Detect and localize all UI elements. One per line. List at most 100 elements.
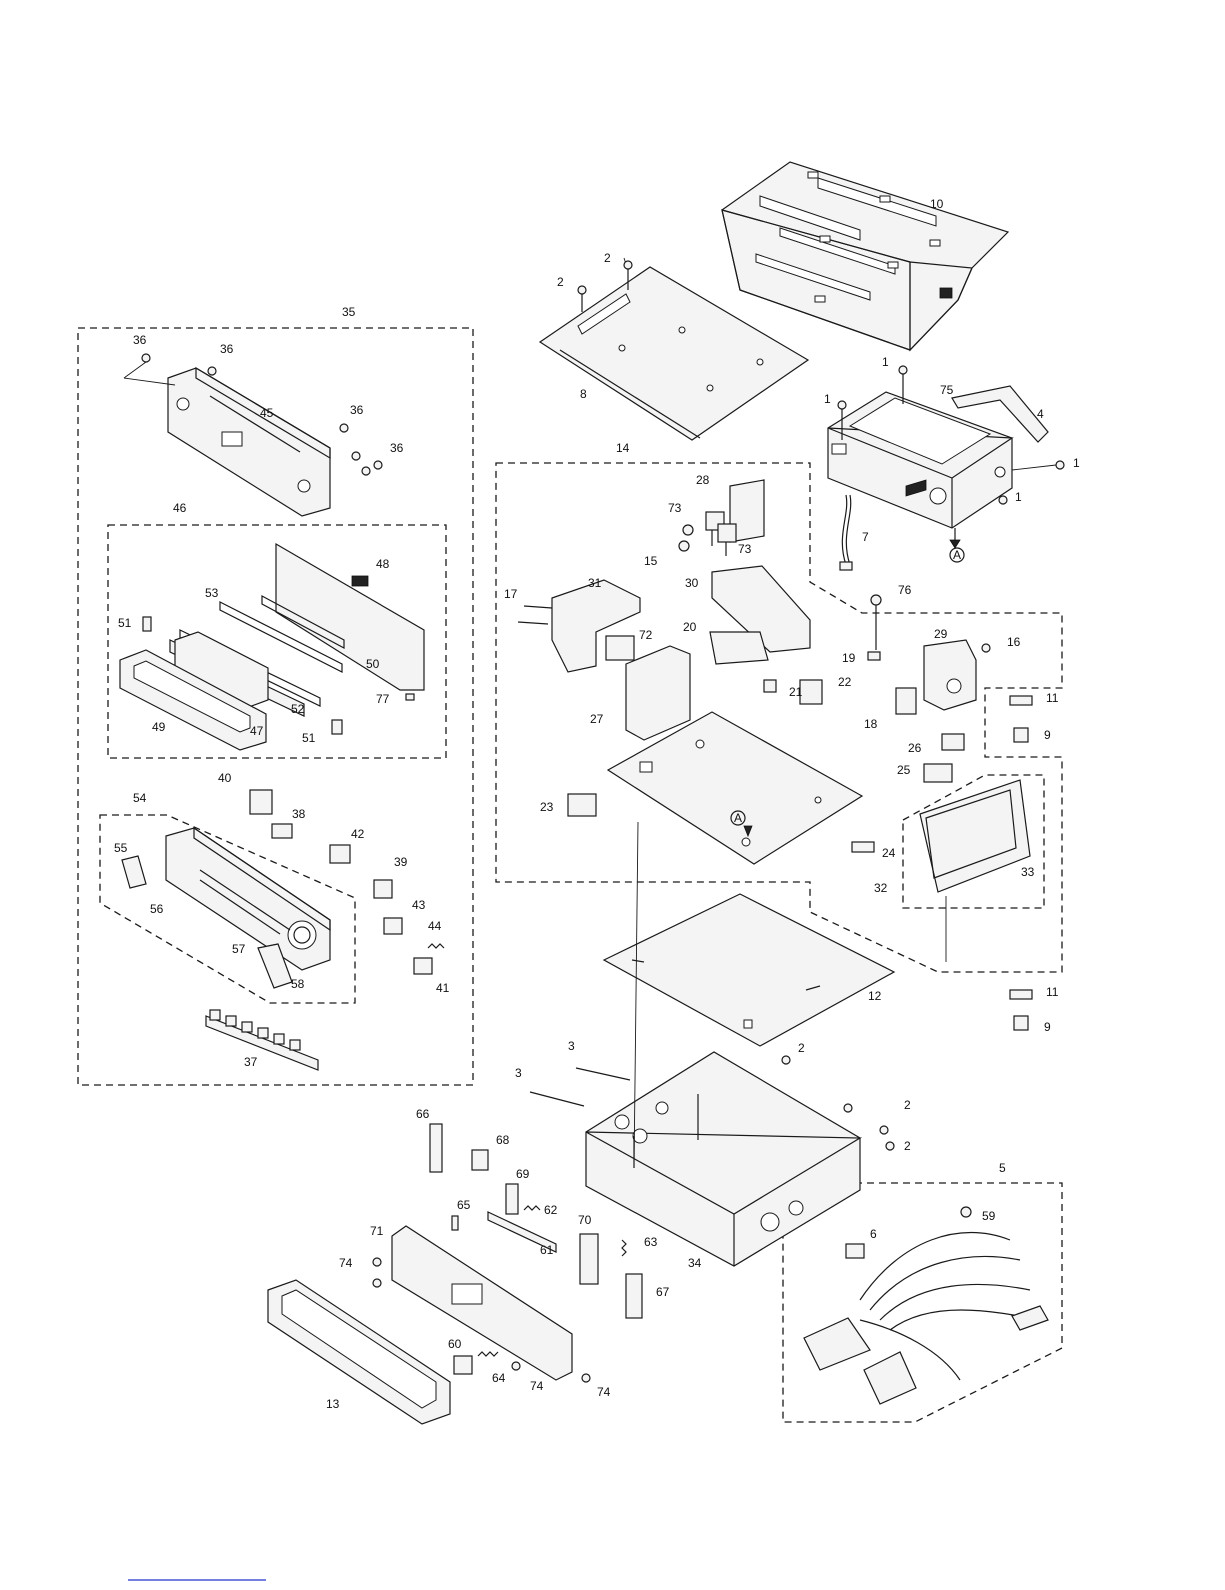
callout-11: 11 bbox=[1046, 691, 1059, 705]
callout-18: 18 bbox=[864, 717, 878, 731]
callout-2: 2 bbox=[904, 1139, 911, 1153]
callout-74: 74 bbox=[597, 1385, 611, 1399]
callout-19: 19 bbox=[842, 651, 856, 665]
callout-69: 69 bbox=[516, 1167, 530, 1181]
callout-62: 62 bbox=[544, 1203, 558, 1217]
callout-63: 63 bbox=[644, 1235, 658, 1249]
callout-70: 70 bbox=[578, 1213, 592, 1227]
part-13-escutcheon bbox=[268, 1280, 450, 1424]
part-15-screws bbox=[679, 525, 693, 551]
callout-33: 33 bbox=[1021, 865, 1035, 879]
part-40-switch bbox=[250, 790, 272, 814]
part-70-part bbox=[580, 1234, 598, 1284]
part-12-bottom-shield bbox=[604, 894, 894, 1046]
part-67-plate bbox=[626, 1274, 642, 1318]
callout-73: 73 bbox=[738, 542, 752, 556]
part-45-rear-panel bbox=[168, 368, 330, 516]
callout-36: 36 bbox=[350, 403, 364, 417]
callout-64: 64 bbox=[492, 1371, 506, 1385]
part-20-connector bbox=[710, 632, 768, 664]
callout-75: 75 bbox=[940, 383, 954, 397]
callout-40: 40 bbox=[218, 771, 232, 785]
callout-17: 17 bbox=[504, 587, 518, 601]
callout-71: 71 bbox=[370, 1224, 384, 1238]
callout-51: 51 bbox=[302, 731, 316, 745]
callout-43: 43 bbox=[412, 898, 426, 912]
callout-1: 1 bbox=[1073, 456, 1080, 470]
group-5-boundary bbox=[783, 1183, 1062, 1422]
callout-7: 7 bbox=[862, 530, 869, 544]
part-44-spring bbox=[428, 944, 444, 948]
callout-3: 3 bbox=[568, 1039, 575, 1053]
part-18-part bbox=[896, 688, 916, 714]
callout-57: 57 bbox=[232, 942, 246, 956]
group-14-boundary bbox=[496, 463, 1062, 972]
callout-35: 35 bbox=[342, 305, 356, 319]
callout-67: 67 bbox=[656, 1285, 670, 1299]
part-39-switch bbox=[374, 880, 392, 898]
part-3-screws bbox=[530, 1068, 630, 1106]
part-21-part bbox=[764, 680, 776, 692]
callout-74: 74 bbox=[339, 1256, 353, 1270]
part-27-bracket bbox=[626, 646, 690, 740]
callout-68: 68 bbox=[496, 1133, 510, 1147]
callout-28: 28 bbox=[696, 473, 710, 487]
callout-4: 4 bbox=[1037, 407, 1044, 421]
callout-65: 65 bbox=[457, 1198, 471, 1212]
callout-55: 55 bbox=[114, 841, 128, 855]
callout-59: 59 bbox=[982, 1209, 996, 1223]
callout-32: 32 bbox=[874, 881, 888, 895]
part-55-56-latch bbox=[122, 856, 146, 888]
callout-3: 3 bbox=[515, 1066, 522, 1080]
callout-72: 72 bbox=[639, 628, 653, 642]
callout-37: 37 bbox=[244, 1055, 258, 1069]
callout-1: 1 bbox=[1015, 490, 1022, 504]
part-19-clip bbox=[868, 652, 880, 660]
callout-76: 76 bbox=[898, 583, 912, 597]
callout-2: 2 bbox=[557, 275, 564, 289]
callout-9: 9 bbox=[1044, 728, 1051, 742]
part-51-clip-a bbox=[143, 617, 151, 631]
part-11-pad-b bbox=[1010, 990, 1032, 999]
part-10-top-cabinet bbox=[722, 162, 1008, 350]
callout-25: 25 bbox=[897, 763, 911, 777]
callout-23: 23 bbox=[540, 800, 554, 814]
callout-29: 29 bbox=[934, 627, 948, 641]
part-24-part bbox=[852, 842, 874, 852]
callout-53: 53 bbox=[205, 586, 219, 600]
screw-1-c bbox=[1012, 461, 1064, 470]
part-76-screw bbox=[871, 595, 881, 650]
callout-44: 44 bbox=[428, 919, 442, 933]
part-7-wire bbox=[840, 495, 852, 570]
callout-6: 6 bbox=[870, 1227, 877, 1241]
callout-10: 10 bbox=[930, 197, 944, 211]
part-66-bracket bbox=[430, 1124, 442, 1172]
part-9-clip-b bbox=[1014, 1016, 1028, 1030]
callout-5: 5 bbox=[999, 1161, 1006, 1175]
part-68-part bbox=[472, 1150, 488, 1170]
callout-45: 45 bbox=[260, 406, 274, 420]
part-65-part bbox=[452, 1216, 458, 1230]
callout-36: 36 bbox=[390, 441, 404, 455]
part-37-button-strip bbox=[206, 1010, 318, 1070]
part-72-ic bbox=[606, 636, 634, 660]
callout-26: 26 bbox=[908, 741, 922, 755]
callout-27: 27 bbox=[590, 712, 604, 726]
part-48-holder bbox=[276, 544, 424, 690]
callout-38: 38 bbox=[292, 807, 306, 821]
callout-60: 60 bbox=[448, 1337, 462, 1351]
callout-46: 46 bbox=[173, 501, 187, 515]
callout-A: A bbox=[953, 548, 961, 562]
part-25-part bbox=[924, 764, 952, 782]
callout-36: 36 bbox=[220, 342, 234, 356]
callout-14: 14 bbox=[616, 441, 630, 455]
callout-2: 2 bbox=[904, 1098, 911, 1112]
callout-49: 49 bbox=[152, 720, 166, 734]
part-11-pad-a bbox=[1010, 696, 1032, 705]
part-17-screws bbox=[518, 606, 552, 624]
callout-51: 51 bbox=[118, 616, 132, 630]
callout-41: 41 bbox=[436, 981, 450, 995]
part-23-jack bbox=[568, 794, 596, 816]
part-22-jack bbox=[800, 680, 822, 704]
part-5-wire-harness bbox=[804, 1207, 1048, 1404]
